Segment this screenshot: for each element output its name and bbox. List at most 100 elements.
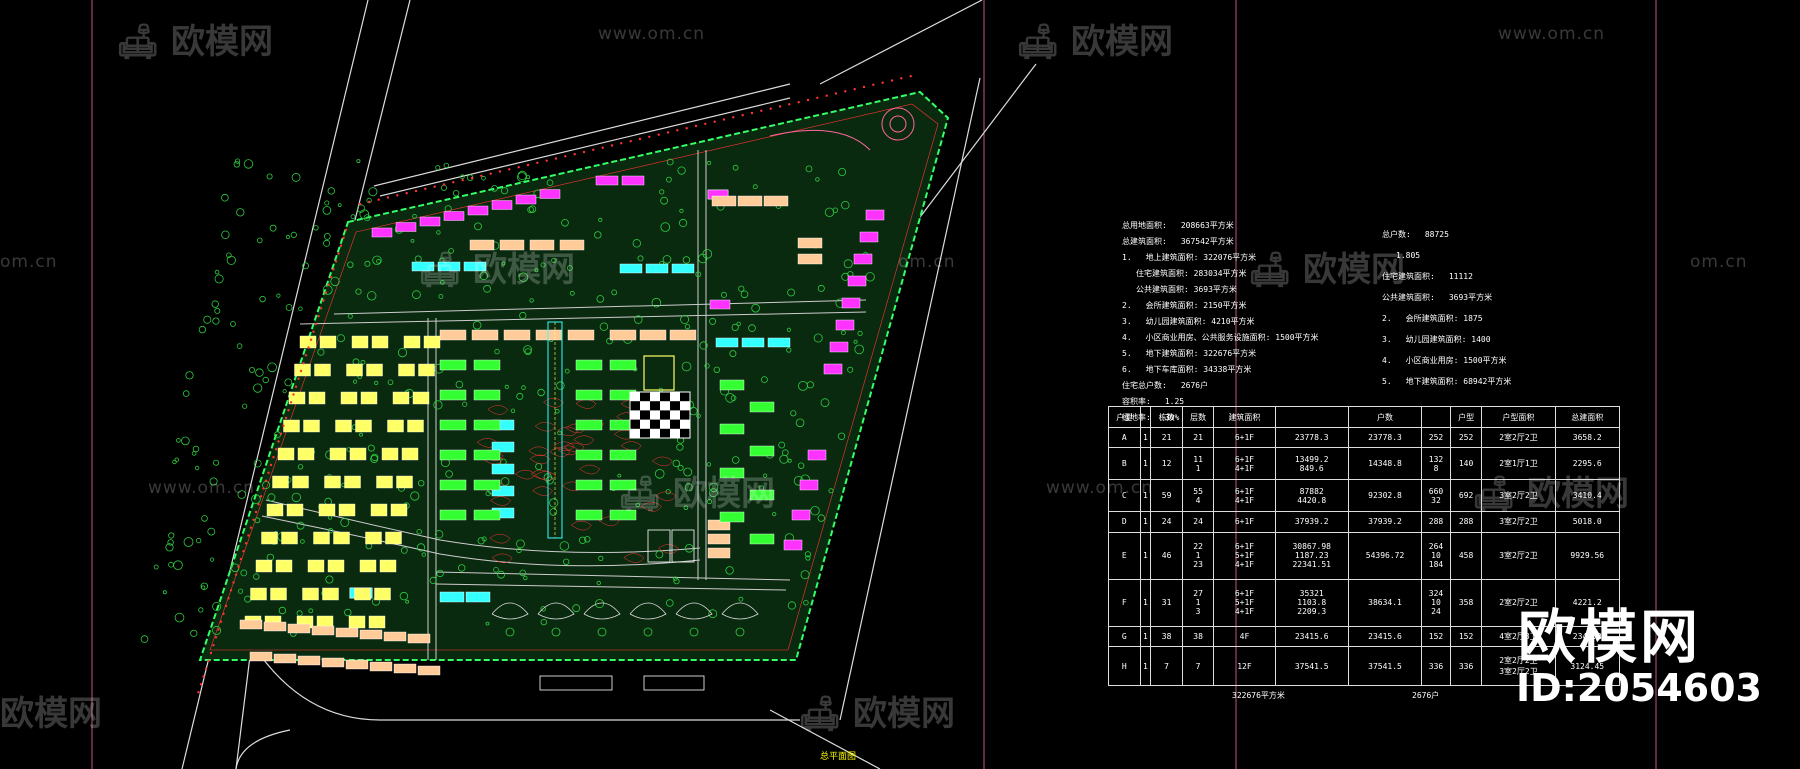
tree-symbol: [410, 491, 420, 501]
stat-line: 容积率:1.25: [1122, 394, 1319, 410]
tree-symbol: [298, 306, 303, 311]
tree-symbol: [584, 536, 591, 543]
building-green: [749, 401, 775, 413]
tree-symbol: [153, 564, 159, 570]
dimension-dot: [648, 135, 651, 138]
tree-symbol: [491, 185, 498, 192]
tree-symbol: [751, 303, 760, 313]
table-cell: 35321 1103.8 2209.3: [1274, 578, 1349, 627]
building-peach: [499, 239, 525, 251]
tree-symbol: [418, 480, 425, 487]
dimension-dot: [322, 299, 325, 302]
building-magenta: [859, 231, 879, 243]
dimension-dot: [232, 581, 235, 584]
tree-symbol: [485, 621, 490, 626]
path-curve: [575, 399, 597, 409]
tree-symbol: [549, 508, 558, 516]
dimension-dot: [264, 479, 268, 482]
tree-symbol: [551, 627, 561, 637]
dimension-dot: [289, 401, 293, 404]
dimension-dot: [461, 179, 464, 182]
stat-line: 公共建筑面积: 3693平方米: [1122, 282, 1319, 298]
tree-symbol: [537, 388, 545, 397]
dimension-dot: [358, 202, 362, 206]
stat-line: 6.地下车库面积: 34338平方米: [1122, 362, 1319, 378]
tree-symbol: [201, 585, 206, 590]
tree-symbol: [472, 320, 482, 330]
dimension-dot: [704, 122, 707, 126]
table-header-cell: 层数: [1181, 406, 1215, 428]
building-villa: [261, 531, 278, 545]
tree-symbol: [296, 521, 305, 530]
tree-symbol: [176, 438, 181, 443]
sofa-icon: 🛋: [116, 22, 160, 62]
dimension-marks: [197, 75, 912, 694]
tree-symbol: [207, 527, 216, 536]
building-villa: [407, 419, 424, 433]
tree-symbol: [500, 477, 510, 486]
path-curve: [579, 464, 601, 475]
building-villa: [313, 531, 330, 545]
dimension-dot: [222, 612, 225, 615]
tree-symbol: [832, 207, 838, 213]
dimension-dot: [685, 127, 688, 130]
tree-symbol: [452, 189, 460, 197]
tree-symbol: [748, 324, 756, 332]
stat-value: 地下车库面积: 34338平方米: [1145, 365, 1252, 374]
tree-symbol: [194, 465, 200, 471]
building-peach: [297, 655, 321, 666]
dimension-dot: [442, 183, 446, 186]
tree-symbol: [708, 488, 718, 498]
dimension-dot: [257, 503, 260, 506]
stat-line: 4.小区商业用房、公共服务设施面积: 1500平方米: [1122, 330, 1319, 346]
tree-symbol: [323, 232, 331, 240]
stat-label: 5.: [1122, 349, 1132, 358]
tree-symbol: [462, 401, 468, 407]
tree-symbol: [519, 311, 527, 320]
path-curve: [563, 442, 585, 453]
building-magenta: [823, 363, 843, 375]
table-cell: 22 1 23: [1181, 531, 1215, 580]
building-villa: [266, 503, 284, 517]
building-villa: [327, 559, 345, 573]
table-cell: 336: [1421, 646, 1451, 686]
stat-label: 5.: [1382, 377, 1392, 386]
tree-symbol: [200, 582, 208, 590]
dimension-dot: [638, 137, 642, 141]
table-cell: 6+1F 4+1F: [1213, 479, 1276, 513]
building-villa: [302, 587, 319, 601]
sofa-icon: 🛋: [798, 694, 842, 734]
dimension-dot: [881, 81, 884, 84]
table-cell: 3124.45: [1554, 646, 1621, 686]
building-villa: [299, 335, 317, 349]
dimension-dot: [890, 79, 894, 82]
building-villa: [322, 587, 339, 601]
table-cell: 1: [1139, 426, 1152, 449]
plaza-tile: [660, 419, 670, 429]
tree-symbol: [458, 564, 466, 572]
tree-symbol: [521, 385, 526, 390]
building-villa: [292, 475, 309, 489]
table-cell: 1: [1139, 479, 1152, 513]
stat-label: 2.: [1382, 314, 1392, 323]
building-peach: [345, 659, 369, 670]
plaza-tile: [630, 392, 640, 402]
building-green: [609, 479, 637, 491]
table-header-cell: 建筑面积: [1213, 406, 1276, 428]
stat-value: 小区商业用房、公共服务设施面积: 1500平方米: [1145, 333, 1319, 342]
building-magenta: [419, 216, 441, 227]
tree-symbol: [214, 269, 220, 275]
watermark-url: www.om.cn: [1498, 24, 1606, 44]
building-villa: [381, 447, 399, 461]
dimension-dot: [844, 90, 847, 93]
tree-symbol: [327, 187, 335, 195]
building-villa: [329, 447, 347, 461]
dimension-dot: [339, 244, 343, 247]
dimension-dot: [564, 155, 567, 158]
tree-symbol: [168, 561, 174, 568]
dimension-dot: [212, 644, 215, 647]
building-magenta: [709, 299, 731, 310]
building-peach: [249, 651, 273, 662]
stat-line: 总建筑面积:367542平方米: [1122, 234, 1319, 250]
table-cell: D: [1108, 511, 1141, 533]
